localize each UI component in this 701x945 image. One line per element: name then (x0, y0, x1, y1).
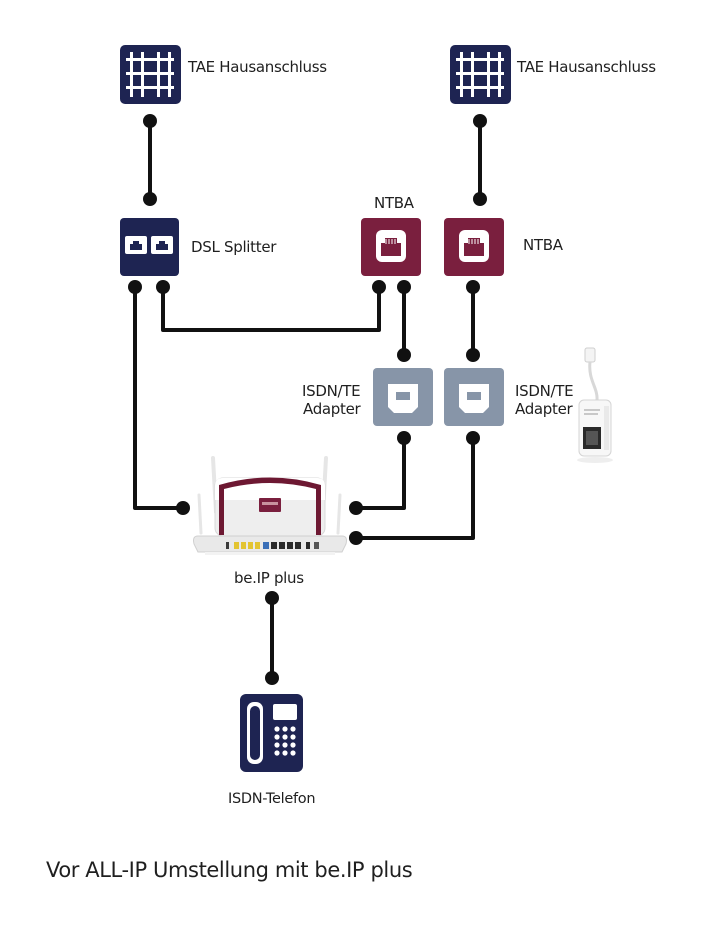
diagram-caption: Vor ALL-IP Umstellung mit be.IP plus (46, 858, 413, 882)
ntba-icon (444, 218, 504, 276)
dot (466, 348, 480, 362)
dot (397, 280, 411, 294)
dot (349, 531, 363, 545)
dsl-splitter-icon (120, 218, 179, 276)
dot (128, 280, 142, 294)
dot (156, 280, 170, 294)
dot (466, 280, 480, 294)
dot (349, 501, 363, 515)
label-isdn-te-right-line2: Adapter (515, 400, 573, 418)
dot (473, 114, 487, 128)
tae-socket-icon (120, 45, 181, 104)
line-adapter-right-to-router (354, 436, 475, 540)
router-icon (193, 456, 347, 555)
dot (473, 192, 487, 206)
isdn-te-adapter-icon (373, 368, 433, 426)
label-isdn-te-left-line2: Adapter (303, 400, 361, 418)
label-isdn-te-right-line1: ISDN/TE (515, 382, 574, 400)
label-ntba-top: NTBA (374, 194, 414, 212)
line-adapter-left-to-router (354, 436, 406, 510)
label-isdn-te-left-line1: ISDN/TE (302, 382, 361, 400)
label-tae-left: TAE Hausanschluss (188, 58, 327, 76)
dot (265, 591, 279, 605)
label-tae-right: TAE Hausanschluss (517, 58, 656, 76)
label-dsl-splitter: DSL Splitter (191, 238, 277, 256)
connection-dots (128, 114, 487, 685)
isdn-te-adapter-icon (444, 368, 504, 426)
dot (466, 431, 480, 445)
dot (143, 192, 157, 206)
line-splitter-to-router (133, 285, 185, 510)
dot (176, 501, 190, 515)
label-ntba-right: NTBA (523, 236, 563, 254)
label-router: be.IP plus (234, 569, 304, 587)
connection-lines (133, 119, 482, 680)
dot (372, 280, 386, 294)
dot (397, 348, 411, 362)
plug-adapter-icon (577, 347, 613, 463)
label-telephone: ISDN-Telefon (228, 791, 316, 807)
dot (143, 114, 157, 128)
line-splitter-to-ntba (161, 285, 381, 332)
telephone-icon (240, 694, 303, 772)
ntba-icon (361, 218, 421, 276)
dot (397, 431, 411, 445)
dot (265, 671, 279, 685)
tae-socket-icon (450, 45, 511, 104)
